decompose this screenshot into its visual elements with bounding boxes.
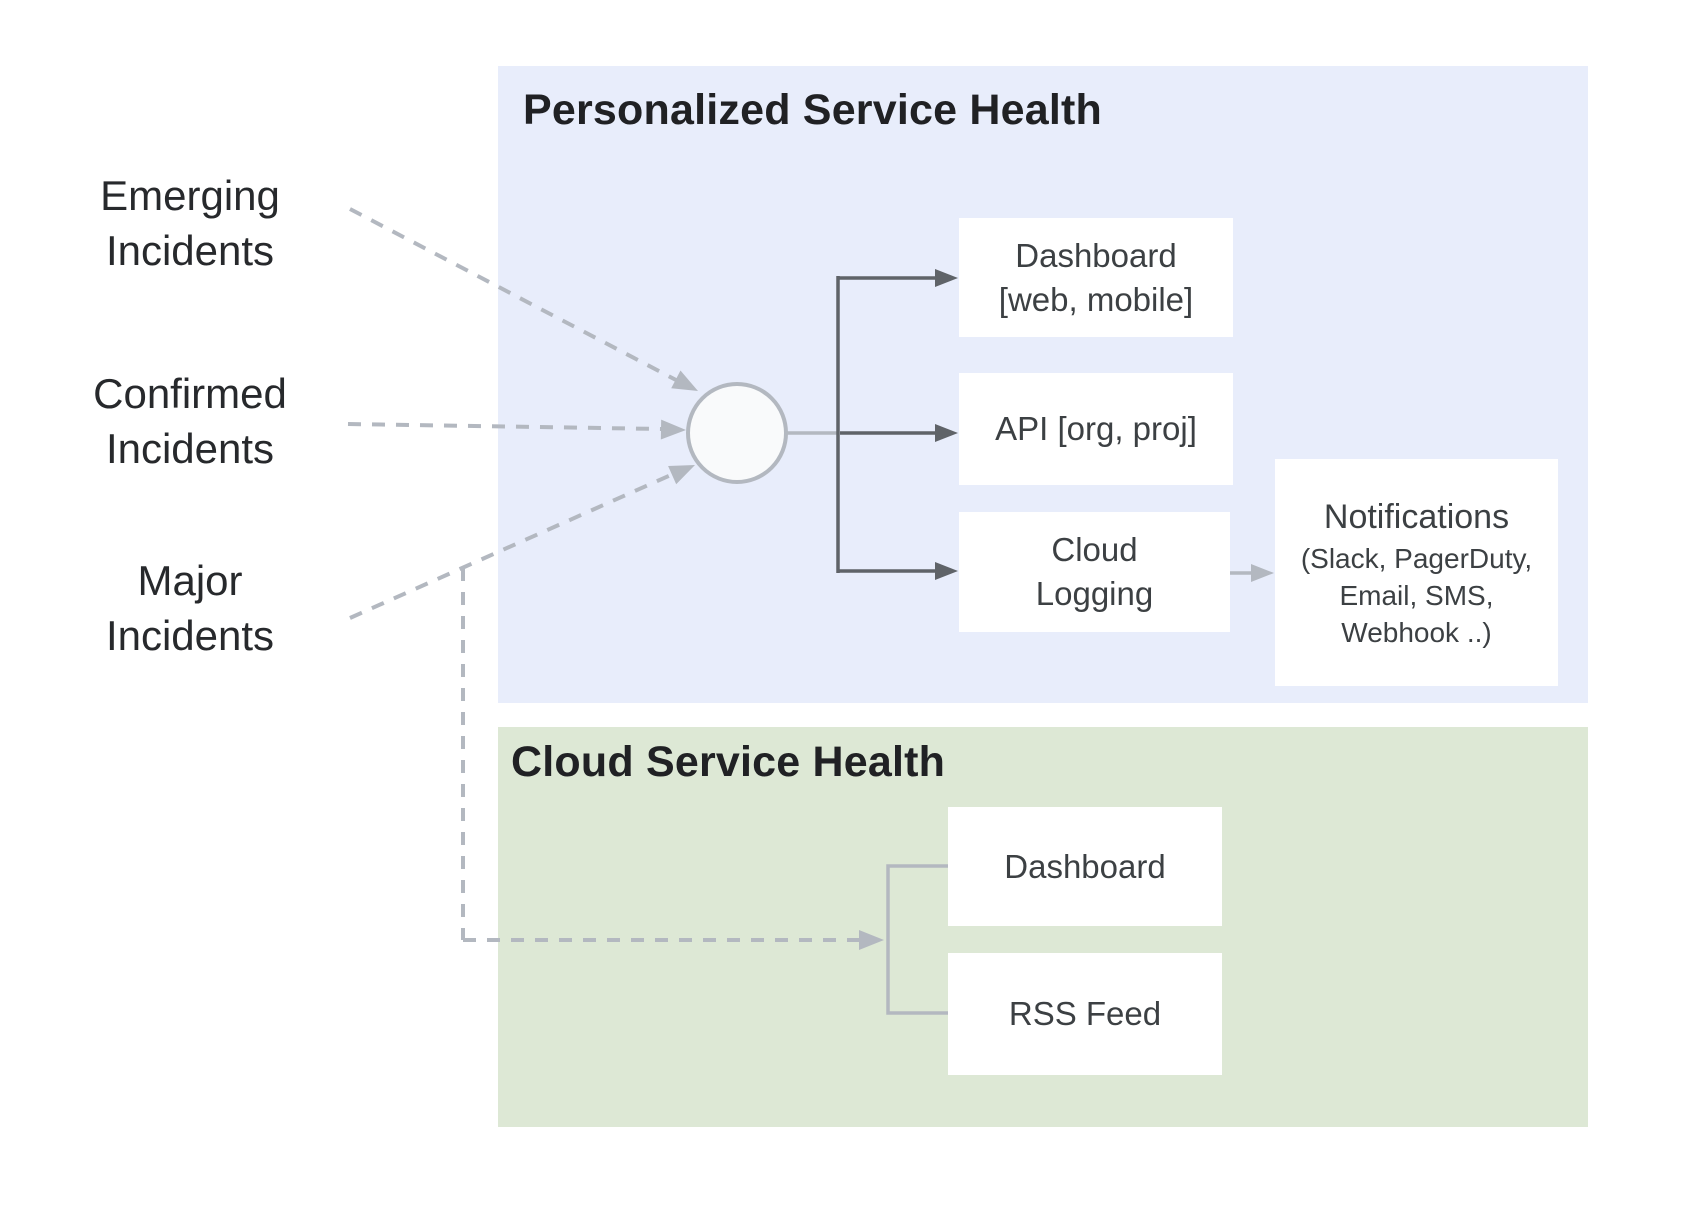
personalized-panel-title: Personalized Service Health bbox=[523, 86, 1102, 134]
box-cloud-dashboard: Dashboard bbox=[948, 807, 1222, 926]
box-notifications: Notifications (Slack, PagerDuty, Email, … bbox=[1275, 459, 1558, 686]
box-label-line: RSS Feed bbox=[1008, 995, 1162, 1032]
notifications-channels-line: Email, SMS, bbox=[1339, 580, 1494, 611]
box-label-line: Dashboard bbox=[1015, 236, 1177, 274]
source-label-line: Incidents bbox=[105, 612, 275, 659]
box-cloud-logging: Cloud Logging bbox=[959, 512, 1230, 632]
box-label-line: [web, mobile] bbox=[998, 280, 1194, 318]
source-label-line: Incidents bbox=[105, 227, 275, 274]
source-label-line: Incidents bbox=[105, 425, 275, 472]
box-label-line: Cloud bbox=[1051, 531, 1138, 568]
cloud-panel-title: Cloud Service Health bbox=[511, 738, 946, 786]
box-api-org-proj: API [org, proj] bbox=[959, 373, 1233, 485]
source-label-emerging-incidents: Emerging Incidents bbox=[55, 168, 325, 278]
source-label-line: Emerging bbox=[100, 172, 280, 219]
notifications-channels-line: Webhook ..) bbox=[1341, 617, 1492, 648]
box-rss-feed: RSS Feed bbox=[948, 953, 1222, 1075]
box-label-line: Logging bbox=[1035, 575, 1154, 612]
source-label-confirmed-incidents: Confirmed Incidents bbox=[55, 366, 325, 476]
source-label-line: Major bbox=[137, 557, 243, 604]
notifications-title: Notifications bbox=[1323, 498, 1510, 536]
box-dashboard-web-mobile: Dashboard [web, mobile] bbox=[959, 218, 1233, 337]
source-label-major-incidents: Major Incidents bbox=[55, 553, 325, 663]
box-label-line: Dashboard bbox=[1004, 847, 1166, 885]
box-label-line: API [org, proj] bbox=[995, 410, 1197, 447]
notifications-channels-line: (Slack, PagerDuty, bbox=[1300, 543, 1533, 574]
source-label-line: Confirmed bbox=[93, 370, 287, 417]
